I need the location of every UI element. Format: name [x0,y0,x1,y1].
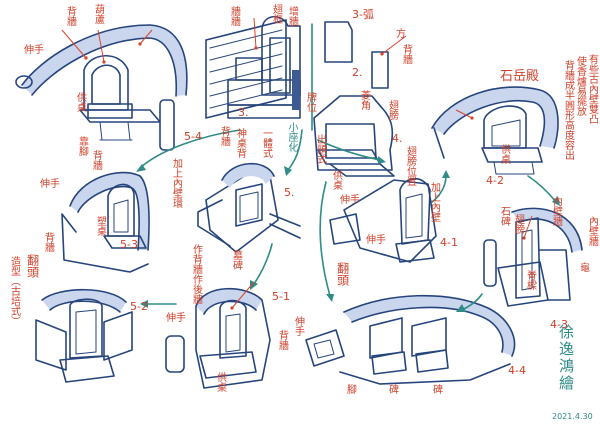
sketch-number-5-4: 5-4 [184,130,202,143]
label-5-1-arm: 伸手 [166,313,186,324]
label-4-4-arm: 伸手 [292,316,304,336]
label-3-square: 方 [396,29,406,40]
annotation-leaders [61,17,533,310]
label-4-3-innerwall: 內壁牆 [586,216,598,246]
label-5-4-altar: 供桌 [74,92,86,112]
label-5-3-table: 塑桌 [94,216,106,236]
tomb-sketch-5 [197,162,301,253]
label-4-3-wing: 翅膀 [512,214,524,234]
label-4-3-innerwall2: 內壁牆 [550,196,562,226]
label-4-2-altar: 供桌 [498,144,510,164]
tomb-sketch-4-1 [329,177,437,263]
artist-signature: 徐逸鴻繪 [557,324,575,392]
label-4-wing: 翅膀 [386,100,398,120]
label-4-4-stele2: 碑 [430,384,442,394]
label-5-4-backwall: 背牆 [64,6,76,26]
label-5-1-altar: 供桌 [214,372,226,392]
label-4-3-beam: 脊樑 [524,270,536,290]
sketch-number-4-2: 4-2 [486,174,504,187]
label-3-wall: 牆牆 [228,6,240,26]
label-5-2-style: 造型（古培式） [8,256,20,326]
sketch-number-4-4: 4-4 [508,364,526,377]
sketch-number-4: 4. [392,132,403,145]
label-5-2-backwall: 背牆 [42,232,54,252]
label-4-water: 菱角 [358,90,370,110]
label-3-two: 2. [352,66,363,79]
label-4-2-note1: 有些古內壁雙凸 [586,54,598,124]
tomb-sketch-4-3 [483,207,583,307]
sketch-number-5-2: 5-2 [130,300,148,313]
flow-arrows [136,23,560,312]
tomb-sketch-3 [205,15,389,119]
label-4-4-stele1: 碑 [386,384,398,394]
tomb-sketch-4-2 [431,86,559,175]
label-4-2-note2: 使香爐易擺放 [574,56,586,116]
label-4-2-note3: 背牆成半圓形高度容出 [562,60,574,160]
label-4-4-flip: 翻頭 [335,262,350,286]
label-3-backwall: 背牆 [400,44,412,64]
label-5-1-rearwall: 作背牆作後牆 [190,244,202,304]
label-3-arc: 3-弧 [352,8,374,21]
label-4-4-foot: 腳 [344,384,356,394]
tomb-sketch-5-1 [165,287,271,389]
tomb-sketch-5-2 [35,288,133,383]
sketch-number-5: 5. [284,186,295,199]
label-5-4-arm: 伸手 [24,45,44,56]
signature-date: 2021.4.30 [552,412,593,421]
label-5-tableback: 神桌背 [234,128,246,158]
label-4-1-wingpos: 翅膀位置 [404,146,416,186]
label-5-1-backwall: 背牆 [276,330,288,350]
sketch-number-5-1: 5-1 [272,290,290,303]
sketch-number-4-1: 4-1 [440,236,458,249]
label-5-integrated: 一體式 [260,128,272,158]
label-4-1-arm: 伸手 [340,195,360,206]
sketch-number-4-3: 4-3 [550,318,568,331]
sketch-number-3: 3. [238,106,249,119]
label-5-3-arm: 伸手 [40,179,60,190]
tomb-sketch-4-4 [305,294,516,385]
label-5-3-foot: 靠腳 [76,136,88,156]
label-4-2-title: 石岳殿 [500,69,540,84]
label-5-3-innerwall: 加上內壁環 [170,158,182,208]
label-4-1-inner: 加上內壁 [428,182,440,222]
label-5-2-flip: 翻頭 [25,254,40,278]
tomb-sketch-4 [313,95,395,177]
label-3-plaque: 牌位 [304,92,316,112]
label-4-altar: 供桌 [330,170,342,190]
label-3-frame: 翅框 [270,4,282,24]
label-5-3-backwall: 背牆 [90,150,102,170]
tomb-sketch-5-3 [61,171,150,273]
label-4-3-turtle: 龜 [580,263,590,274]
label-5-backwall: 背牆 [218,126,230,146]
label-5-protruding: 出頭式 [314,134,326,164]
label-5-4-gourd: 葫蘆 [92,4,104,24]
label-4-1-arm2: 伸手 [366,235,386,246]
label-5-small: 小座化 [286,122,297,152]
sketch-number-5-3: 5-3 [120,238,138,251]
label-4-3-stele: 石碑 [498,206,510,226]
label-3-addwall: 增牆 [286,6,298,26]
tomb-sketch-5-4 [15,24,188,151]
label-5-1-tombstone: 墓碑 [230,250,242,270]
